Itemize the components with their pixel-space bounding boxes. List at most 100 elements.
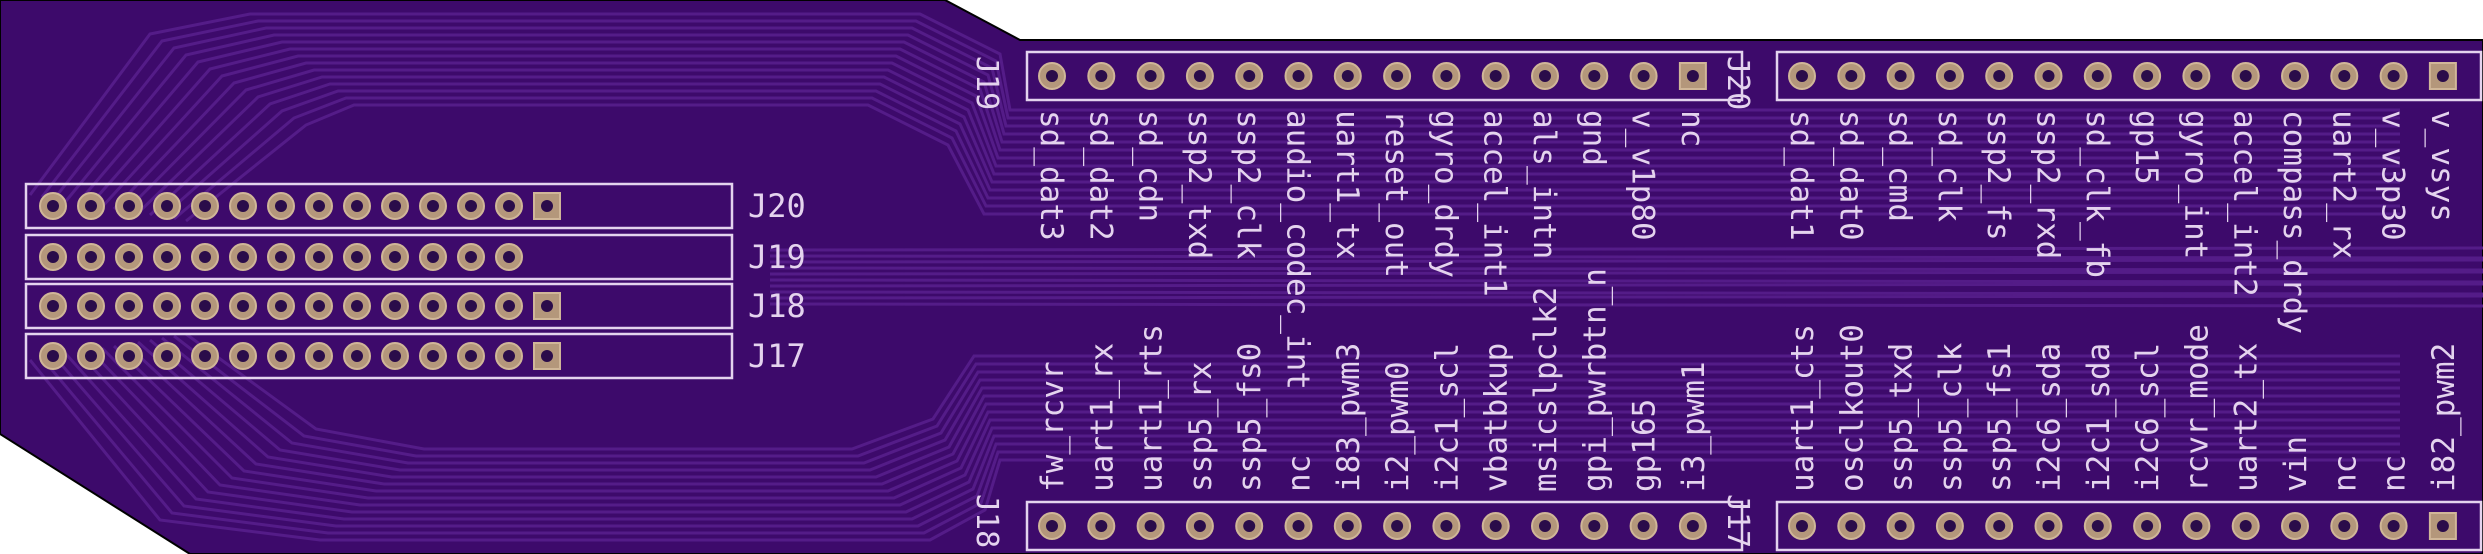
j17-label: ssp5_fs1 — [1982, 343, 2018, 492]
left-header-pad — [457, 243, 485, 271]
left-header-pad — [495, 192, 523, 220]
j19-row-pad — [1580, 62, 1609, 90]
j20-row-pad — [1886, 62, 1915, 90]
j19-label: v_v1p80 — [1625, 110, 1661, 241]
left-header-pad — [153, 192, 181, 220]
left-header-pad — [267, 243, 295, 271]
j18-label: nc — [1282, 455, 1318, 492]
j20-row-pad — [2330, 62, 2359, 90]
j19-row-pad — [1038, 62, 1066, 90]
j18-row-pad — [1284, 512, 1313, 540]
j17-label: nc — [2327, 455, 2363, 492]
j20-row-pad — [2083, 62, 2112, 90]
trace-bottom — [40, 357, 2400, 535]
left-header-pad — [77, 243, 105, 271]
left-header-pad — [457, 342, 485, 370]
j18-label: gp165 — [1627, 399, 1663, 492]
left-header-pad — [305, 192, 333, 220]
j20-row-pad — [2379, 62, 2408, 90]
j17-row-outline — [1775, 500, 2483, 552]
left-header-pad — [495, 292, 523, 320]
j20-row-outline — [1775, 50, 2483, 102]
j20-ref: J20 — [1720, 56, 1755, 110]
trace-top — [124, 68, 2400, 213]
j18-row-pad — [1333, 512, 1362, 540]
left-header-pad — [153, 243, 181, 271]
trace-bottom — [185, 332, 2400, 451]
left-header-pad — [191, 192, 219, 220]
left-header-pad — [533, 292, 561, 320]
j18-row-pad — [1383, 512, 1412, 540]
trace-top — [28, 12, 2400, 196]
j20-label: sd_cmd — [1882, 110, 1918, 222]
left-header-pad — [457, 192, 485, 220]
j17-row-pad — [2231, 512, 2260, 540]
j19-label: ssp2_txd — [1181, 110, 1217, 259]
trace-bottom — [137, 340, 2400, 479]
j19-label: als_intn — [1526, 110, 1562, 259]
j18-row-pad — [1235, 512, 1264, 540]
trace-middle — [769, 266, 2483, 272]
j18-row-pad — [1136, 512, 1165, 540]
j19-row-pad — [1185, 62, 1214, 90]
trace-group — [28, 12, 2483, 542]
j18-ref: J18 — [969, 494, 1004, 548]
j17-row-pad — [2083, 512, 2112, 540]
left-header-pad — [419, 292, 447, 320]
j19-row-pad — [1678, 62, 1707, 90]
j17-row-pad — [2034, 512, 2063, 540]
left-header-pad — [77, 292, 105, 320]
j19-label: sd_dat3 — [1033, 110, 1069, 241]
left-header-ref: J17 — [748, 337, 806, 375]
left-header-pad — [39, 243, 67, 271]
j19-label: reset_out — [1378, 110, 1414, 278]
trace-top — [112, 61, 2400, 211]
j17-row-pad — [2379, 512, 2408, 540]
left-header-pad — [305, 292, 333, 320]
j20-row-pad — [1837, 62, 1866, 90]
j17-row-pad — [2182, 512, 2211, 540]
left-header-pad — [381, 192, 409, 220]
j18-label: i2c1_scl — [1429, 343, 1465, 492]
j17-row-pad — [2330, 512, 2359, 540]
left-header-pad — [495, 342, 523, 370]
j19-label: sd_dat2 — [1082, 110, 1118, 241]
left-header-pad — [343, 342, 371, 370]
left-header-pad — [115, 292, 143, 320]
trace-bottom — [173, 334, 2400, 458]
left-header-pad — [381, 243, 409, 271]
j17-label: i2c6_sda — [2032, 343, 2068, 492]
j20-row-pad — [2182, 62, 2211, 90]
j19-row-pad — [1481, 62, 1510, 90]
j20-row-pad — [1935, 62, 1964, 90]
j18-label: uart1_rts — [1134, 324, 1170, 492]
j20-label: uart2_rx — [2325, 110, 2361, 259]
left-header-pad — [305, 243, 333, 271]
trace-middle — [769, 282, 2483, 288]
trace-top — [173, 96, 2400, 221]
trace-bottom — [124, 342, 2400, 486]
left-header-pad — [419, 342, 447, 370]
j19-row-pad — [1432, 62, 1461, 90]
left-header-pad — [267, 292, 295, 320]
j17-label: i2c6_scl — [2130, 343, 2166, 492]
j20-label: sd_clk — [1931, 110, 1967, 222]
left-header-pad — [343, 192, 371, 220]
left-header-row-outline — [24, 332, 734, 380]
left-header-row-outline — [24, 282, 734, 330]
j20-row-pad — [2133, 62, 2162, 90]
j17-label: i2c1_sda — [2081, 343, 2117, 492]
j19-row-pad — [1629, 62, 1658, 90]
j20-label: accel_int2 — [2227, 110, 2263, 297]
j20-label: gp15 — [2128, 110, 2164, 185]
j20-row-pad — [2231, 62, 2260, 90]
j19-row-pad — [1136, 62, 1165, 90]
left-header-pad — [115, 192, 143, 220]
j20-label: gyro_int — [2177, 110, 2213, 259]
trace-bottom — [52, 355, 2400, 528]
left-header-pad — [191, 243, 219, 271]
j19-row-pad — [1531, 62, 1559, 90]
j19-label: audio_codec_int — [1280, 110, 1316, 390]
j17-row-pad — [1788, 512, 1816, 540]
